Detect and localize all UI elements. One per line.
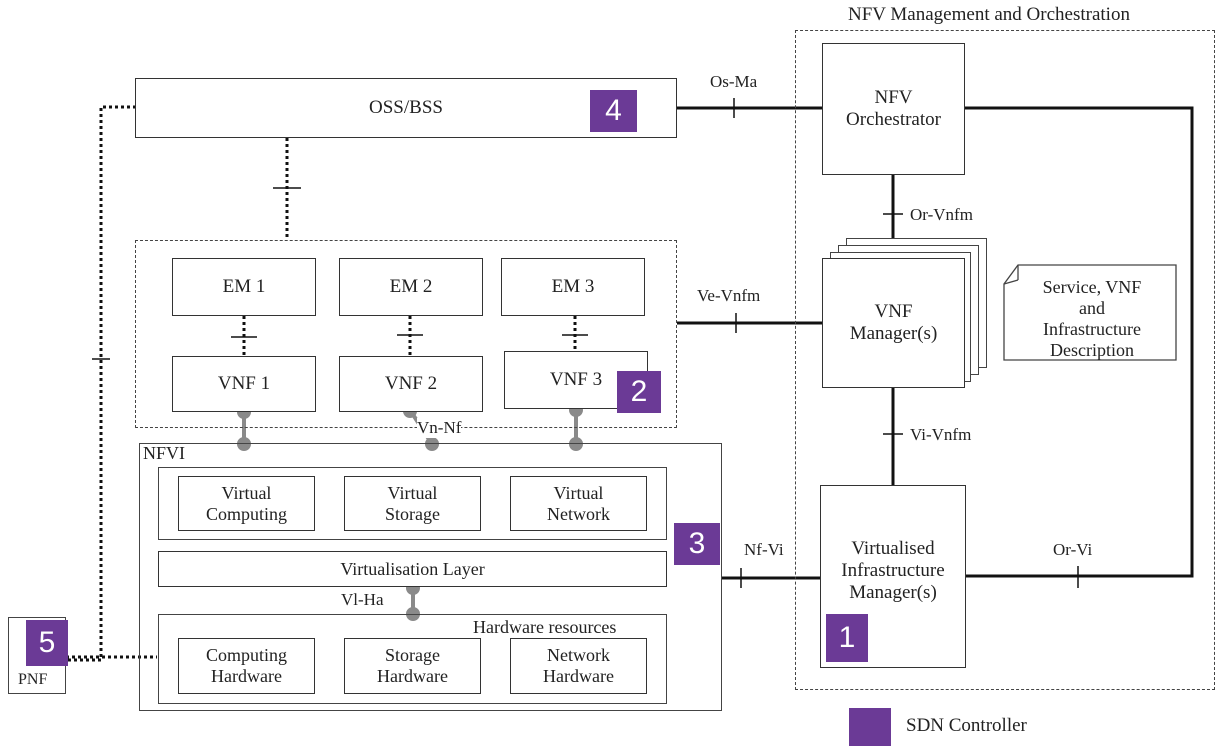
mano-title: NFV Management and Orchestration xyxy=(848,4,1130,25)
vnf2-connector-dot-bottom xyxy=(425,437,439,451)
nf-vi-label: Nf-Vi xyxy=(744,540,784,559)
mano-region xyxy=(795,30,1215,690)
or-vi-line xyxy=(965,106,1194,578)
vnf3-connector-dot-bottom xyxy=(569,437,583,451)
ve-vnfm-label: Ve-Vnfm xyxy=(697,286,761,305)
vnf-2-label: VNF 2 xyxy=(384,373,438,394)
vnf-manager-box[interactable]: VNF Manager(s) xyxy=(822,258,965,388)
vi-vnfm-label: Vi-Vnfm xyxy=(910,425,972,444)
or-vnfm-label: Or-Vnfm xyxy=(910,205,973,224)
nfv-orchestrator-label: NFV Orchestrator xyxy=(846,87,941,130)
os-ma-label: Os-Ma xyxy=(710,72,758,91)
virtualisation-layer-label: Virtualisation Layer xyxy=(340,559,485,579)
virtualisation-layer-box[interactable]: Virtualisation Layer xyxy=(158,551,667,587)
pnf-label: PNF xyxy=(18,671,48,688)
vnf1-connector-dot-bottom xyxy=(237,437,251,451)
sdn-badge-2: 2 xyxy=(617,371,661,413)
legend-swatch xyxy=(849,708,891,746)
em-2-box[interactable]: EM 2 xyxy=(339,258,483,316)
virtual-network-box[interactable]: Virtual Network xyxy=(510,476,647,531)
vim-label: Virtualised Infrastructure Manager(s) xyxy=(841,538,945,603)
vnf-em-domain xyxy=(135,240,677,428)
network-hardware-label: Network Hardware xyxy=(543,645,614,686)
hardware-resources-label: Hardware resources xyxy=(473,617,617,637)
sdn-badge-1: 1 xyxy=(826,614,868,662)
virtual-computing-label: Virtual Computing xyxy=(205,482,287,524)
em-3-label: EM 3 xyxy=(551,276,595,297)
virtual-network-label: Virtual Network xyxy=(547,482,610,524)
virtual-storage-label: Virtual Storage xyxy=(385,482,440,524)
or-vi-label: Or-Vi xyxy=(1053,540,1093,559)
service-description-label: Service, VNF and Infrastructure Descript… xyxy=(1042,277,1142,360)
sdn-badge-4: 4 xyxy=(590,90,637,132)
nfvi-box[interactable] xyxy=(139,443,722,711)
hardware-resources-panel xyxy=(158,614,667,704)
computing-hardware-label: Computing Hardware xyxy=(205,645,287,686)
em-1-label: EM 1 xyxy=(222,276,266,297)
oss-bss-label: OSS/BSS xyxy=(369,97,443,118)
legend-label: SDN Controller xyxy=(906,715,1027,736)
sdn-badge-3: 3 xyxy=(674,523,720,565)
computing-hardware-box[interactable]: Computing Hardware xyxy=(178,638,315,694)
vnf-manager-label: VNF Manager(s) xyxy=(849,301,938,344)
vnf-1-box[interactable]: VNF 1 xyxy=(172,356,316,412)
em-3-box[interactable]: EM 3 xyxy=(501,258,645,316)
nfvi-label: NFVI xyxy=(143,443,186,463)
em-2-label: EM 2 xyxy=(389,276,433,297)
virtual-computing-box[interactable]: Virtual Computing xyxy=(178,476,315,531)
vnf-1-label: VNF 1 xyxy=(217,373,271,394)
storage-hardware-label: Storage Hardware xyxy=(377,645,448,686)
sdn-badge-5: 5 xyxy=(26,620,68,666)
vn-nf-label: Vn-Nf xyxy=(417,418,462,438)
nfv-orchestrator-box[interactable]: NFV Orchestrator xyxy=(822,43,965,175)
virtual-resources-panel xyxy=(158,467,667,540)
network-hardware-box[interactable]: Network Hardware xyxy=(510,638,647,694)
storage-hardware-box[interactable]: Storage Hardware xyxy=(344,638,481,694)
vl-ha-label: Vl-Ha xyxy=(341,590,384,609)
oss-bss-box[interactable]: OSS/BSS xyxy=(135,78,677,138)
vnf-2-box[interactable]: VNF 2 xyxy=(339,356,483,412)
vnf-3-label: VNF 3 xyxy=(549,369,603,390)
virtual-storage-box[interactable]: Virtual Storage xyxy=(344,476,481,531)
em-1-box[interactable]: EM 1 xyxy=(172,258,316,316)
